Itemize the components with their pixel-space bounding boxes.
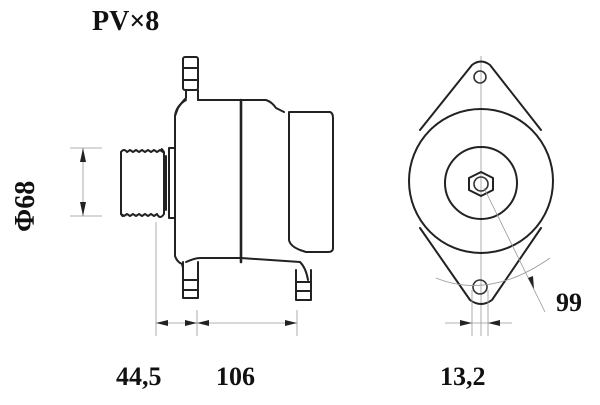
length-dimensions [155, 222, 298, 336]
mount-radius-arc [435, 257, 551, 286]
pulley-diameter-label: Φ68 [10, 180, 41, 232]
front-housing [174, 89, 241, 269]
bottom-left-mount-ear [182, 261, 199, 299]
mount-radius-label: 99 [556, 288, 582, 317]
hole-dimension [445, 290, 512, 336]
pulley-flange [168, 147, 176, 219]
pulley-spec-label: PV×8 [92, 6, 160, 37]
pulley-face-circle [444, 146, 518, 220]
pulley [120, 148, 165, 218]
housing-circle [408, 108, 554, 254]
rear-cap [289, 111, 334, 253]
bottom-lug [419, 227, 542, 305]
body-length-label: 106 [216, 362, 255, 391]
top-mount-ear [182, 56, 199, 91]
hex-nut [468, 171, 494, 197]
pulley-offset-label: 44,5 [116, 362, 162, 391]
mount-hole-label: 13,2 [440, 362, 486, 391]
pulley-diameter-dimension [70, 147, 102, 217]
front-view [408, 56, 554, 336]
bottom-right-mount-ear [295, 269, 312, 301]
top-lug [419, 60, 542, 131]
side-view [70, 56, 334, 336]
